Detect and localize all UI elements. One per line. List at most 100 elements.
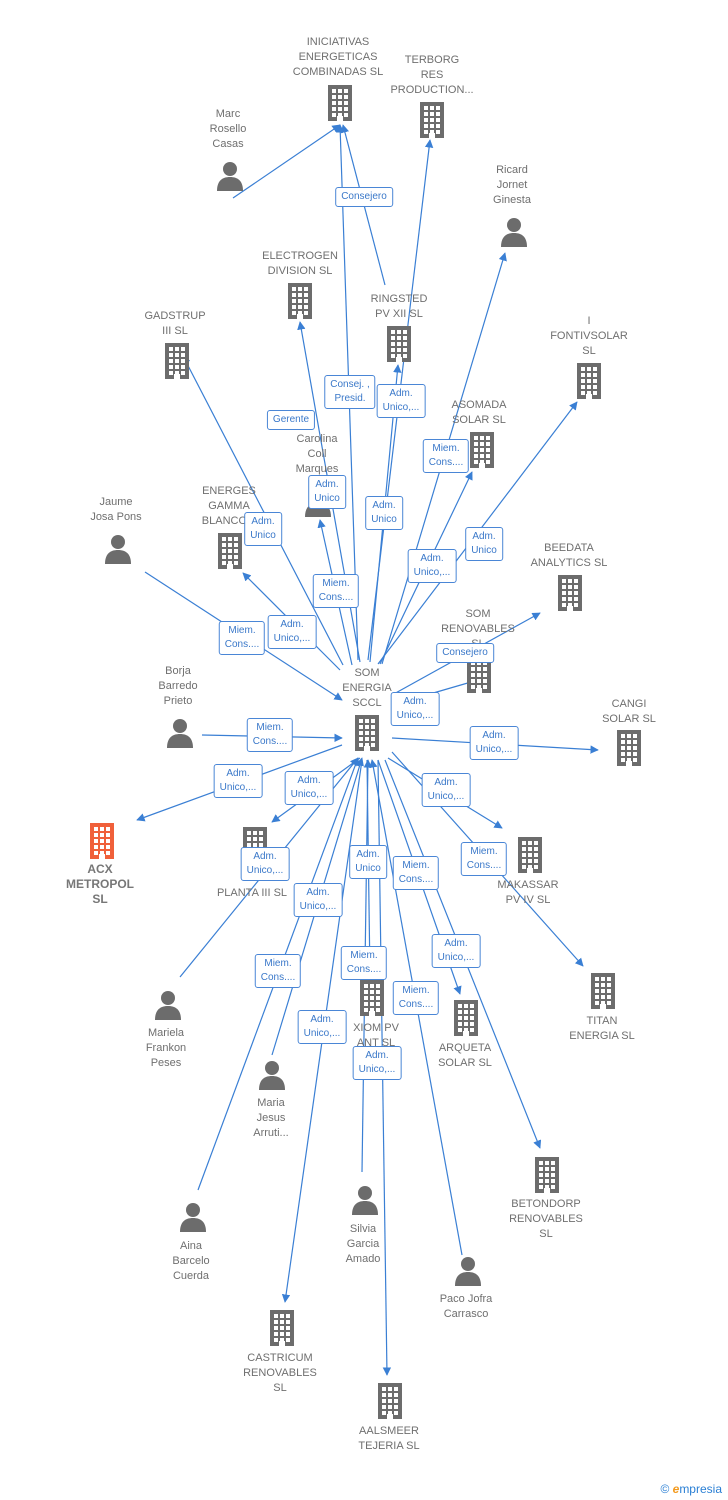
- footer-brand[interactable]: © empresia: [660, 1482, 722, 1496]
- edge-label-9[interactable]: Adm.Unico: [465, 527, 503, 561]
- edge-label-21[interactable]: Adm.Unico,...: [240, 847, 290, 881]
- person-icon-paco[interactable]: [454, 1256, 482, 1291]
- person-icon-silvia[interactable]: [351, 1185, 379, 1220]
- person-icon-maria[interactable]: [258, 1060, 286, 1095]
- building-icon-ringsted[interactable]: [385, 326, 413, 367]
- building-icon-cangi[interactable]: [615, 730, 643, 771]
- edge-label-23[interactable]: Adm.Unico,...: [293, 883, 343, 917]
- edge-label-30[interactable]: Adm.Unico,...: [352, 1046, 402, 1080]
- building-icon-castricum[interactable]: [268, 1310, 296, 1351]
- edge-label-line: Cons....: [260, 972, 296, 983]
- edge-label-8[interactable]: Adm.Unico,...: [407, 549, 457, 583]
- building-icon-energes[interactable]: [216, 533, 244, 574]
- edge-label-12[interactable]: Miem.Cons....: [218, 621, 266, 655]
- building-icon-betondorp[interactable]: [533, 1157, 561, 1198]
- edge-label-3[interactable]: Gerente: [266, 410, 316, 430]
- brand-e: e: [672, 1482, 680, 1496]
- edge-label-line: Miem.: [322, 578, 350, 589]
- edge-label-line: Unico,...: [382, 402, 420, 413]
- edge-label-line: Adm.: [403, 696, 427, 707]
- edge-label-0[interactable]: Consejero: [335, 187, 393, 207]
- building-icon-electrogen[interactable]: [286, 283, 314, 324]
- edge-label-5[interactable]: Adm.Unico: [308, 475, 346, 509]
- edge-label-25[interactable]: Adm.Unico,...: [431, 934, 481, 968]
- edge-label-24[interactable]: Miem.Cons....: [392, 856, 440, 890]
- edge-label-15[interactable]: Miem.Cons....: [246, 718, 294, 752]
- building-icon-asomada[interactable]: [468, 432, 496, 473]
- edge-label-16[interactable]: Adm.Unico,...: [469, 726, 519, 760]
- node-label-line: ENERGIA: [342, 682, 392, 694]
- node-label-line: Coll: [307, 448, 327, 460]
- building-icon-arqueta[interactable]: [452, 1000, 480, 1041]
- edge-label-29[interactable]: Adm.Unico,...: [297, 1010, 347, 1044]
- edge-label-28[interactable]: Miem.Cons....: [392, 981, 440, 1015]
- node-label-line: AALSMEER: [359, 1425, 419, 1437]
- edge-label-19[interactable]: Adm.Unico,...: [421, 773, 471, 807]
- node-label-line: GAMMA: [208, 500, 250, 512]
- person-icon-marc[interactable]: [216, 161, 244, 196]
- edge-label-26[interactable]: Miem.Cons....: [254, 954, 302, 988]
- node-label-line: PV XII SL: [375, 308, 423, 320]
- edge-label-2[interactable]: Adm.Unico,...: [376, 384, 426, 418]
- building-icon-somrenov[interactable]: [465, 657, 493, 698]
- person-icon-mariela[interactable]: [154, 990, 182, 1025]
- edge-label-4[interactable]: Miem.Cons....: [422, 439, 470, 473]
- building-icon-som[interactable]: [353, 715, 381, 756]
- building-icon-titan[interactable]: [589, 973, 617, 1014]
- building-icon-fontivsolar[interactable]: [575, 363, 603, 404]
- building-icon-xiom[interactable]: [358, 980, 386, 1021]
- edge-label-line: Cons....: [466, 860, 502, 871]
- edge-label-27[interactable]: Miem.Cons....: [340, 946, 388, 980]
- edge-label-14[interactable]: Adm.Unico,...: [390, 692, 440, 726]
- person-icon-jaume[interactable]: [104, 534, 132, 569]
- edge-label-20[interactable]: Miem.Cons....: [460, 842, 508, 876]
- edge-label-18[interactable]: Adm.Unico,...: [284, 771, 334, 805]
- edge-label-11[interactable]: Adm.Unico,...: [267, 615, 317, 649]
- edge-label-7[interactable]: Adm.Unico: [244, 512, 282, 546]
- edge-label-6[interactable]: Adm.Unico: [365, 496, 403, 530]
- building-icon-makassar[interactable]: [516, 837, 544, 878]
- building-icon-terborg[interactable]: [418, 102, 446, 143]
- edge-label-13[interactable]: Consejero: [436, 643, 494, 663]
- building-icon-iniciativas[interactable]: [326, 85, 354, 126]
- building-icon-beedata[interactable]: [556, 575, 584, 616]
- edge-label-1[interactable]: Consej. ,Presid.: [324, 375, 376, 409]
- building-icon-gadstrup[interactable]: [163, 343, 191, 384]
- edge-label-22[interactable]: Adm.Unico: [349, 845, 387, 879]
- person-icon-borja[interactable]: [166, 718, 194, 753]
- building-icon-aalsmeer[interactable]: [376, 1383, 404, 1424]
- edge-label-10[interactable]: Miem.Cons....: [312, 574, 360, 608]
- person-icon-ricard[interactable]: [500, 217, 528, 252]
- person-icon-aina[interactable]: [179, 1202, 207, 1237]
- edge-label-17[interactable]: Adm.Unico,...: [213, 764, 263, 798]
- building-icon-acx[interactable]: [88, 823, 116, 864]
